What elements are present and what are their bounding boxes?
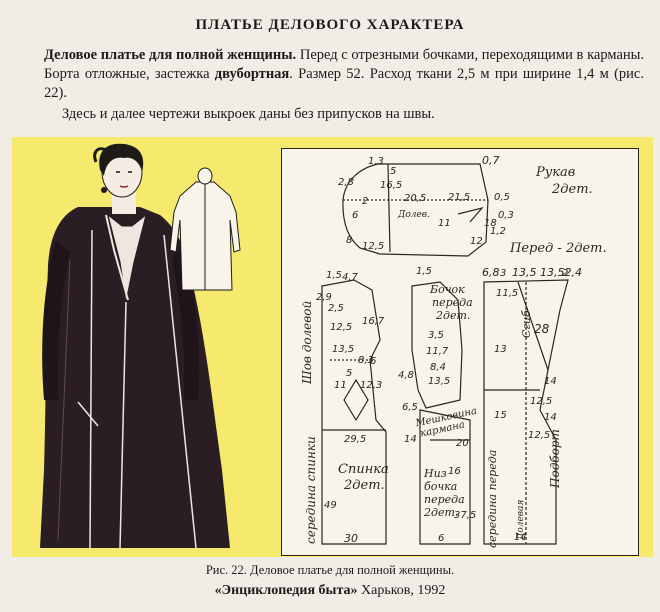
description-text-2: . Размер 52. Расход ткани 2,5 м при шири… bbox=[44, 66, 644, 101]
measure: 2,8 bbox=[338, 177, 354, 188]
front-title: Перед - 2дет. bbox=[510, 241, 607, 256]
measure: 12,5 bbox=[528, 430, 551, 441]
figure-caption: Рис. 22. Деловое платье для полной женщи… bbox=[205, 563, 455, 577]
measure: 16,7 bbox=[362, 316, 385, 327]
measure: 1,2 bbox=[490, 226, 506, 237]
measure: 37,5 bbox=[454, 510, 477, 521]
sleeve-count: 2дет. bbox=[552, 182, 593, 197]
source-title: «Энциклопедия быта» bbox=[214, 583, 358, 598]
lower-side-label-2: бочка bbox=[424, 480, 458, 493]
side-panel-label-3: 2дет. bbox=[436, 309, 471, 322]
measure: 3 bbox=[500, 268, 507, 279]
measure: 13,5 bbox=[512, 266, 537, 279]
measure: 30 bbox=[344, 532, 358, 545]
measure: 29,5 bbox=[344, 434, 367, 445]
source-line: «Энциклопедия быта» Харьков, 1992 bbox=[0, 583, 660, 599]
measure: 2,9 bbox=[316, 292, 332, 303]
measure: 14 bbox=[514, 532, 527, 543]
measure: 13,5 bbox=[428, 376, 451, 387]
sleeve-grain-label: Долев. bbox=[398, 210, 430, 220]
measure: 13,52,4 bbox=[540, 266, 582, 279]
pattern-sheet bbox=[281, 148, 639, 556]
measure: 0,3 bbox=[498, 210, 514, 221]
description-block: Деловое платье для полной женщины. Перед… bbox=[44, 46, 644, 124]
measure: 21,5 bbox=[448, 192, 471, 203]
side-panel-label-2: переда bbox=[432, 296, 473, 309]
back-center-label: середина спинки bbox=[304, 436, 318, 544]
measure: 14 bbox=[404, 434, 417, 445]
measure: 2,5 bbox=[328, 303, 344, 314]
measure: 8,4 bbox=[430, 362, 446, 373]
measure: 16,5 bbox=[380, 180, 403, 191]
lower-side-label-3: переда bbox=[424, 493, 465, 506]
measure: 2 bbox=[562, 268, 569, 279]
measure: 0,5 bbox=[494, 192, 510, 203]
measure: 1,5 bbox=[416, 266, 432, 277]
measure: 18 bbox=[484, 218, 497, 229]
fold-label: Сгиб bbox=[520, 310, 533, 338]
measure: 11 bbox=[438, 218, 451, 229]
measure: 2 bbox=[362, 196, 369, 207]
page-title: ПЛАТЬЕ ДЕЛОВОГО ХАРАКТЕРА bbox=[195, 17, 465, 33]
side-panel-label-1: Бочок bbox=[430, 283, 465, 296]
description-bold: двубортная bbox=[214, 66, 290, 82]
sleeve-title: Рукав bbox=[536, 165, 576, 180]
measure: 5 bbox=[390, 166, 397, 177]
back-label-1: Спинка bbox=[338, 462, 389, 477]
measure: 11,7 bbox=[426, 346, 449, 357]
measure: 16 bbox=[448, 466, 461, 477]
measure: 4,7 bbox=[342, 272, 358, 283]
measure: 20 bbox=[456, 438, 469, 449]
measure: 13 bbox=[494, 344, 507, 355]
measure: 8,3 bbox=[358, 355, 374, 366]
measure: 12,5 bbox=[362, 241, 385, 252]
measure: 49 bbox=[324, 500, 337, 511]
lower-side-label-1: Низ bbox=[424, 467, 447, 480]
back-seam-label: Шов долевой bbox=[300, 300, 314, 384]
measure: 1,5 bbox=[326, 270, 342, 281]
measure: 14 bbox=[544, 412, 557, 423]
measure: 11 bbox=[334, 380, 347, 391]
dress-illustration bbox=[40, 143, 241, 549]
measure: 5 bbox=[346, 368, 353, 379]
measure: 11,5 bbox=[496, 288, 519, 299]
measure: 12,5 bbox=[530, 396, 553, 407]
measure: 0,7 bbox=[482, 154, 500, 167]
back-label-2: 2дет. bbox=[344, 478, 385, 493]
measure: 12,3 bbox=[360, 380, 383, 391]
description-text-1: Перед с отрезными бочками, переходящими … bbox=[44, 47, 645, 82]
measure: 28 bbox=[534, 322, 550, 336]
measure: 15 bbox=[494, 410, 507, 421]
measure: 1,3 bbox=[368, 156, 384, 167]
measure: 6 bbox=[438, 533, 445, 544]
lower-side-label-4: 2дет. bbox=[424, 506, 459, 519]
measure: 3,5 bbox=[428, 330, 444, 341]
measure: 12,5 bbox=[330, 322, 353, 333]
measure: 14 bbox=[544, 376, 557, 387]
measure: 6 bbox=[370, 356, 377, 367]
description-lead: Деловое платье для полной женщины. bbox=[44, 47, 297, 63]
description-paragraph: Деловое платье для полной женщины. Перед… bbox=[44, 46, 644, 103]
measure: 20,5 bbox=[404, 193, 427, 204]
source-rest: Харьков, 1992 bbox=[357, 583, 446, 598]
measure: 13,5 bbox=[332, 344, 355, 355]
measure: 8 bbox=[346, 235, 353, 246]
measure: 6,8 bbox=[482, 266, 500, 279]
measure: 4,8 bbox=[398, 370, 414, 381]
front-center-label: середина переда bbox=[486, 449, 499, 548]
measure: 12 bbox=[470, 236, 483, 247]
measure: 6,5 bbox=[402, 402, 418, 413]
measure: 6 bbox=[352, 210, 359, 221]
description-note: Здесь и далее чертежи выкроек даны без п… bbox=[62, 106, 435, 122]
